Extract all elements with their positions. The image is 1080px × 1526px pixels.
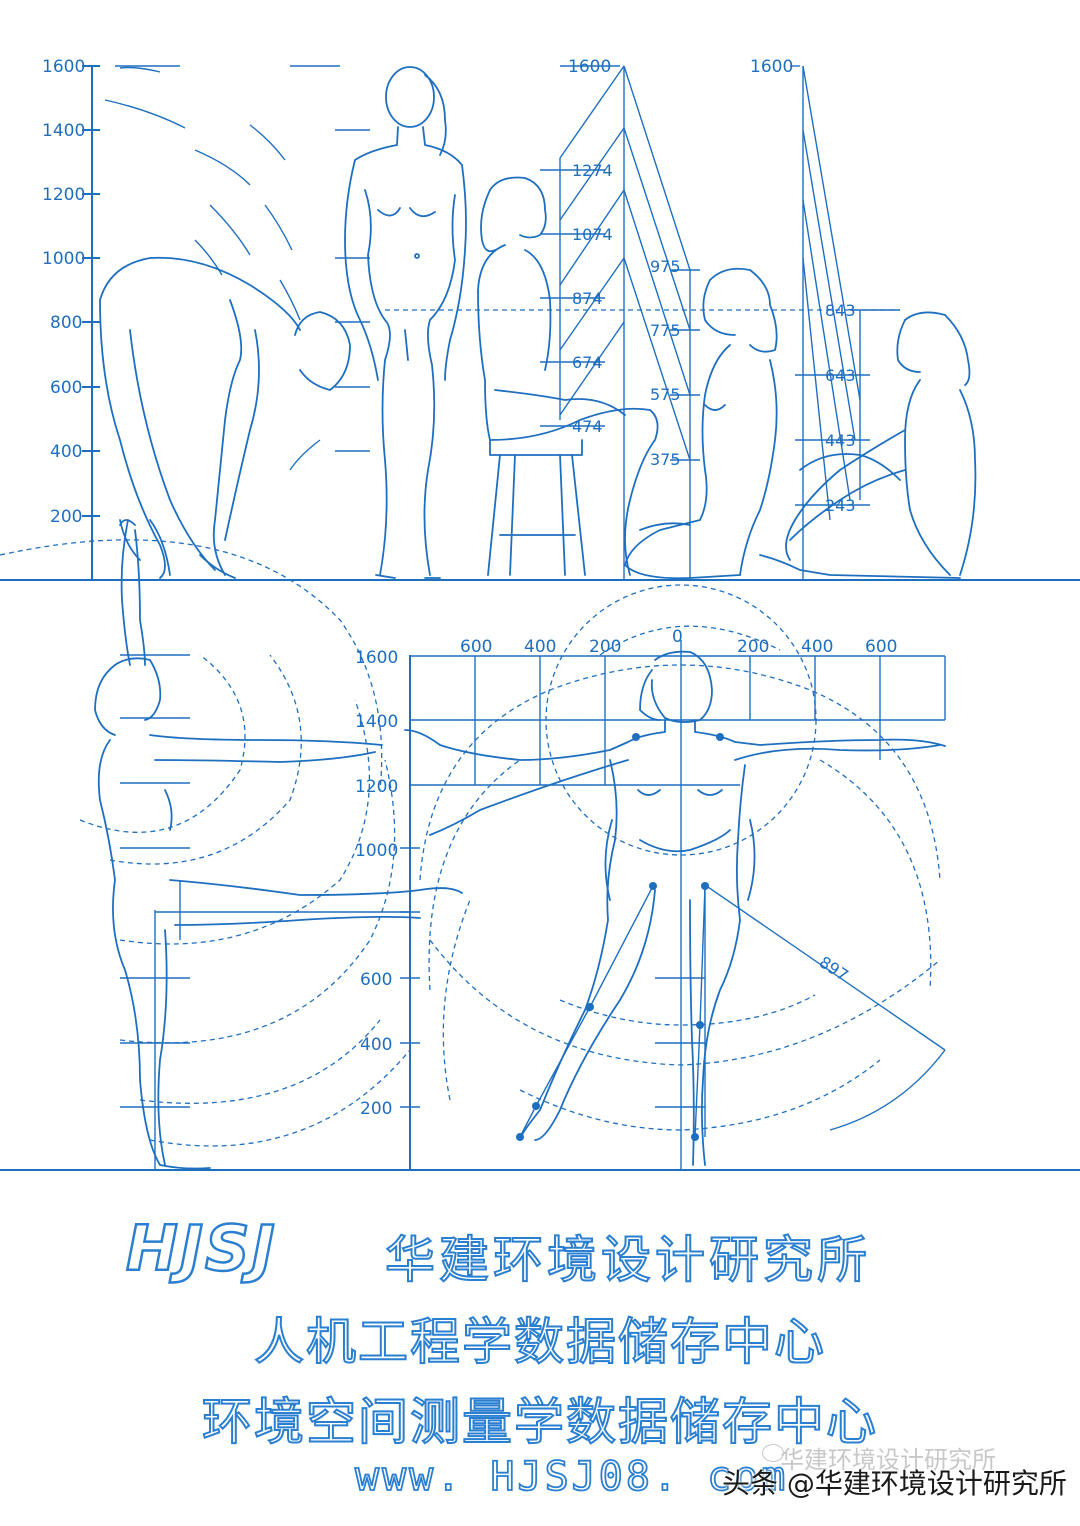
- tick-label: 400: [524, 637, 556, 657]
- top-left-tick-marks: [82, 65, 370, 517]
- tick-label: 443: [825, 431, 856, 450]
- tick-label: 1600: [355, 648, 398, 668]
- tick-label: 0: [672, 627, 683, 647]
- kneeling-figure: [624, 267, 778, 580]
- sit-scale: 1600 843 643 443 243: [750, 57, 900, 580]
- side-reaching-figure: [94, 519, 463, 1170]
- kneel-scale: 975 775 575 375: [650, 257, 700, 580]
- tick-label: 200: [737, 637, 769, 657]
- stool-seated-figure: [477, 176, 659, 576]
- tick-label: 200: [50, 507, 82, 527]
- tick-label: 1200: [42, 185, 85, 205]
- tick-label: 1074: [572, 225, 613, 244]
- tick-label: 1400: [355, 712, 398, 732]
- tick-label: 600: [865, 637, 897, 657]
- tick-label: 600: [360, 970, 392, 990]
- tick-label: 575: [650, 385, 681, 404]
- tick-label: 800: [50, 313, 82, 333]
- website-url[interactable]: www. HJSJ08. com: [354, 1453, 789, 1501]
- left-reach-circles: [0, 539, 411, 1170]
- tick-label: 400: [360, 1035, 392, 1055]
- tick-label: 1000: [355, 841, 398, 861]
- brand-header: HJSJ 华建环境设计研究所: [0, 1208, 1080, 1290]
- hjsj-logo: HJSJ: [125, 1211, 277, 1287]
- subtitle-line-2: 环境空间测量学数据储存中心: [201, 1392, 878, 1452]
- standing-figure: [344, 66, 467, 579]
- bending-figure: [99, 256, 351, 579]
- tick-label: 1000: [42, 249, 85, 269]
- toutiao-watermark: 头条 @华建环境设计研究所: [722, 1467, 1067, 1500]
- top-panel: 1600 1400 1200 1000 800 600 400 200: [0, 57, 1080, 581]
- tick-label: 1274: [572, 161, 613, 180]
- tick-label: 400: [801, 637, 833, 657]
- watermark-ghost: 华建环境设计研究所: [780, 1446, 996, 1474]
- reach-arc-marks: [104, 66, 321, 471]
- tick-label: 600: [50, 378, 82, 398]
- tick-label: 375: [650, 450, 681, 469]
- leg-radius: 897: [704, 884, 946, 1137]
- tick-label: 1600: [750, 57, 793, 77]
- top-scale-labels: 600 400 200 0 200 400 600: [460, 627, 897, 657]
- leg-radius-label: 897: [816, 952, 852, 985]
- tick-label: 1600: [568, 57, 611, 77]
- tick-label: 643: [825, 366, 856, 385]
- tick-label: 674: [572, 353, 603, 372]
- wechat-icon: [762, 1444, 784, 1462]
- tick-label: 775: [650, 321, 681, 340]
- org-name: 华建环境设计研究所: [384, 1230, 871, 1290]
- subtitle-line-1: 人机工程学数据储存中心: [253, 1312, 826, 1372]
- front-grid: [400, 640, 946, 1170]
- tick-label: 200: [360, 1099, 392, 1119]
- tick-label: 1600: [42, 57, 85, 77]
- front-figure: [404, 650, 946, 1166]
- tick-label: 1400: [42, 121, 85, 141]
- tick-label: 400: [50, 442, 82, 462]
- front-reach-circles: [419, 584, 941, 1131]
- tick-label: 200: [589, 637, 621, 657]
- tick-label: 600: [460, 637, 492, 657]
- tick-label: 975: [650, 257, 681, 276]
- tick-label: 1200: [355, 777, 398, 797]
- bottom-left-axis-labels: 1600 1400 1200 1000 600 400 200: [355, 648, 398, 1119]
- tick-label: 474: [572, 417, 603, 436]
- floor-sitting-figure: [759, 311, 977, 579]
- tick-label: 843: [825, 301, 856, 320]
- bottom-panel: 897: [0, 519, 1080, 1171]
- tick-label: 874: [572, 289, 603, 308]
- top-left-axis-labels: 1600 1400 1200 1000 800 600 400 200: [42, 57, 85, 527]
- joint-markers: [516, 733, 724, 1141]
- tick-label: 243: [825, 496, 856, 515]
